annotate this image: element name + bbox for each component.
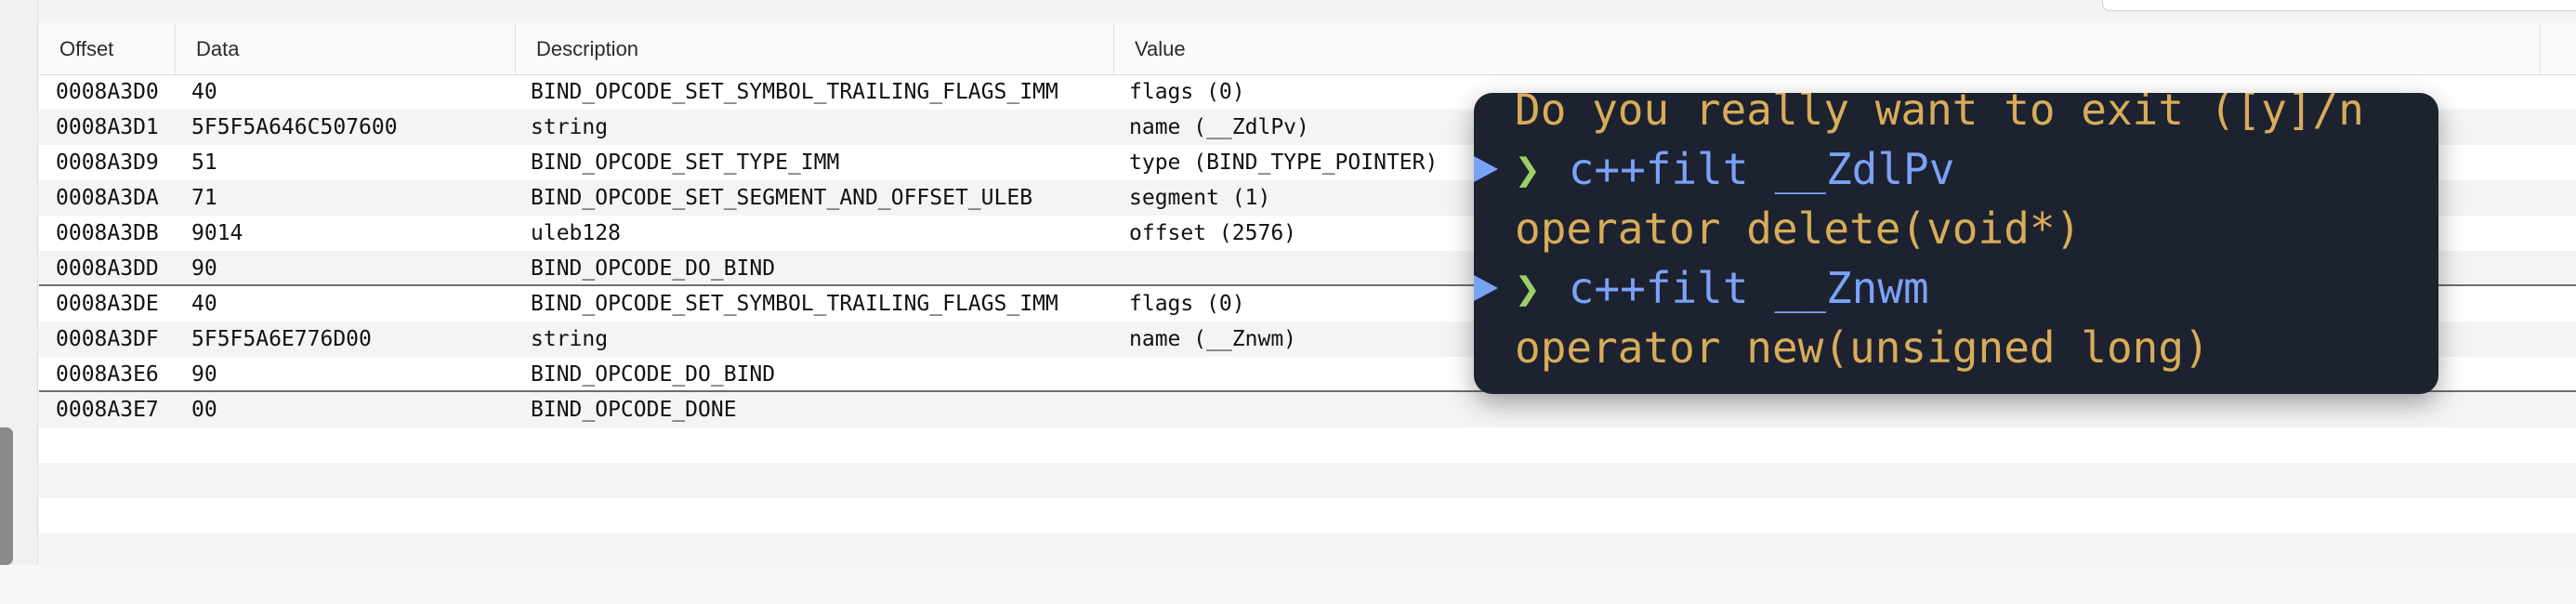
cell-description: BIND_OPCODE_SET_SYMBOL_TRAILING_FLAGS_IM… [531, 80, 1058, 104]
cell-data: 51 [191, 151, 217, 175]
terminal-command-line: ❯ c++filt __Znwm [1474, 258, 1929, 318]
terminal-output-line: operator new(unsigned long) [1515, 322, 2210, 373]
cell-data: 71 [191, 186, 217, 210]
empty-row [39, 569, 2576, 604]
cell-offset: 0008A3DF [56, 327, 159, 351]
cell-data: 40 [191, 292, 217, 316]
cell-data: 00 [191, 398, 217, 422]
cell-value: type (BIND_TYPE_POINTER) [1129, 151, 1439, 175]
terminal-overlay[interactable]: Do you really want to exit ([y]/n ❯ c++fi… [1474, 93, 2438, 394]
cell-description: BIND_OPCODE_SET_TYPE_IMM [531, 151, 840, 175]
cell-offset: 0008A3E6 [56, 362, 159, 387]
cell-description: uleb128 [531, 221, 621, 245]
cell-description: BIND_OPCODE_DO_BIND [531, 362, 776, 387]
terminal-argument: __ZdlPv [1774, 144, 1955, 194]
cell-value: name (__ZdlPv) [1129, 115, 1309, 139]
column-header-description[interactable]: Description [515, 24, 1113, 74]
cell-data: 90 [191, 362, 217, 387]
empty-row [39, 463, 2576, 498]
cell-offset: 0008A3E7 [56, 398, 159, 422]
empty-row [39, 427, 2576, 463]
cell-description: BIND_OPCODE_DO_BIND [531, 256, 776, 281]
terminal-argument: __Znwm [1774, 263, 1929, 313]
prompt-chevron-icon: ❯ [1515, 144, 1541, 194]
column-header-data[interactable]: Data [175, 24, 515, 74]
cell-offset: 0008A3D9 [56, 151, 159, 175]
table-row[interactable]: 0008A3DB 9014 uleb128 offset (2576) [39, 216, 2576, 251]
empty-row [39, 533, 2576, 569]
cell-data: 5F5F5A646C507600 [191, 115, 398, 139]
table-row[interactable]: 0008A3DE 40 BIND_OPCODE_SET_SYMBOL_TRAIL… [39, 286, 2576, 322]
cell-data: 9014 [191, 221, 243, 245]
scrollbar-thumb[interactable] [0, 427, 13, 565]
cell-value: segment (1) [1129, 186, 1271, 210]
terminal-command-line: ❯ c++filt __ZdlPv [1474, 139, 1954, 199]
cell-data: 90 [191, 256, 217, 281]
terminal-output-line: operator delete(void*) [1515, 204, 2082, 254]
prompt-marker-icon [1474, 274, 1498, 301]
column-header-spacer [2540, 24, 2576, 74]
terminal-command: c++filt [1568, 263, 1749, 313]
cell-offset: 0008A3D1 [56, 115, 159, 139]
table-header: Offset Data Description Value [39, 24, 2576, 75]
cell-offset: 0008A3DE [56, 292, 159, 316]
table-row[interactable]: 0008A3E6 90 BIND_OPCODE_DO_BIND [39, 357, 2576, 392]
cell-description: BIND_OPCODE_DONE [531, 398, 737, 422]
table-row[interactable]: 0008A3D0 40 BIND_OPCODE_SET_SYMBOL_TRAIL… [39, 74, 2576, 110]
cell-value: flags (0) [1129, 80, 1245, 104]
cell-offset: 0008A3DD [56, 256, 159, 281]
table-row[interactable]: 0008A3E7 00 BIND_OPCODE_DONE [39, 392, 2576, 427]
cell-data: 40 [191, 80, 217, 104]
table-row[interactable]: 0008A3D9 51 BIND_OPCODE_SET_TYPE_IMM typ… [39, 145, 2576, 180]
cell-offset: 0008A3DB [56, 221, 159, 245]
cell-offset: 0008A3DA [56, 186, 159, 210]
cell-description: string [531, 115, 609, 139]
search-field[interactable] [2102, 0, 2576, 11]
cell-description: BIND_OPCODE_SET_SYMBOL_TRAILING_FLAGS_IM… [531, 292, 1058, 316]
cell-value: name (__Znwm) [1129, 327, 1297, 351]
terminal-exit-prompt-line: Do you really want to exit ([y]/n [1515, 93, 2364, 135]
terminal-command: c++filt [1568, 144, 1749, 194]
column-header-offset[interactable]: Offset [59, 37, 114, 60]
empty-row [39, 498, 2576, 533]
cell-description: string [531, 327, 609, 351]
cell-data: 5F5F5A6E776D00 [191, 327, 372, 351]
prompt-chevron-icon: ❯ [1515, 263, 1541, 313]
cell-value: offset (2576) [1129, 221, 1297, 245]
cell-offset: 0008A3D0 [56, 80, 159, 104]
prompt-marker-icon [1474, 155, 1498, 182]
cell-description: BIND_OPCODE_SET_SEGMENT_AND_OFFSET_ULEB [531, 186, 1033, 210]
cell-value: flags (0) [1129, 292, 1245, 316]
column-header-value[interactable]: Value [1113, 24, 2540, 74]
